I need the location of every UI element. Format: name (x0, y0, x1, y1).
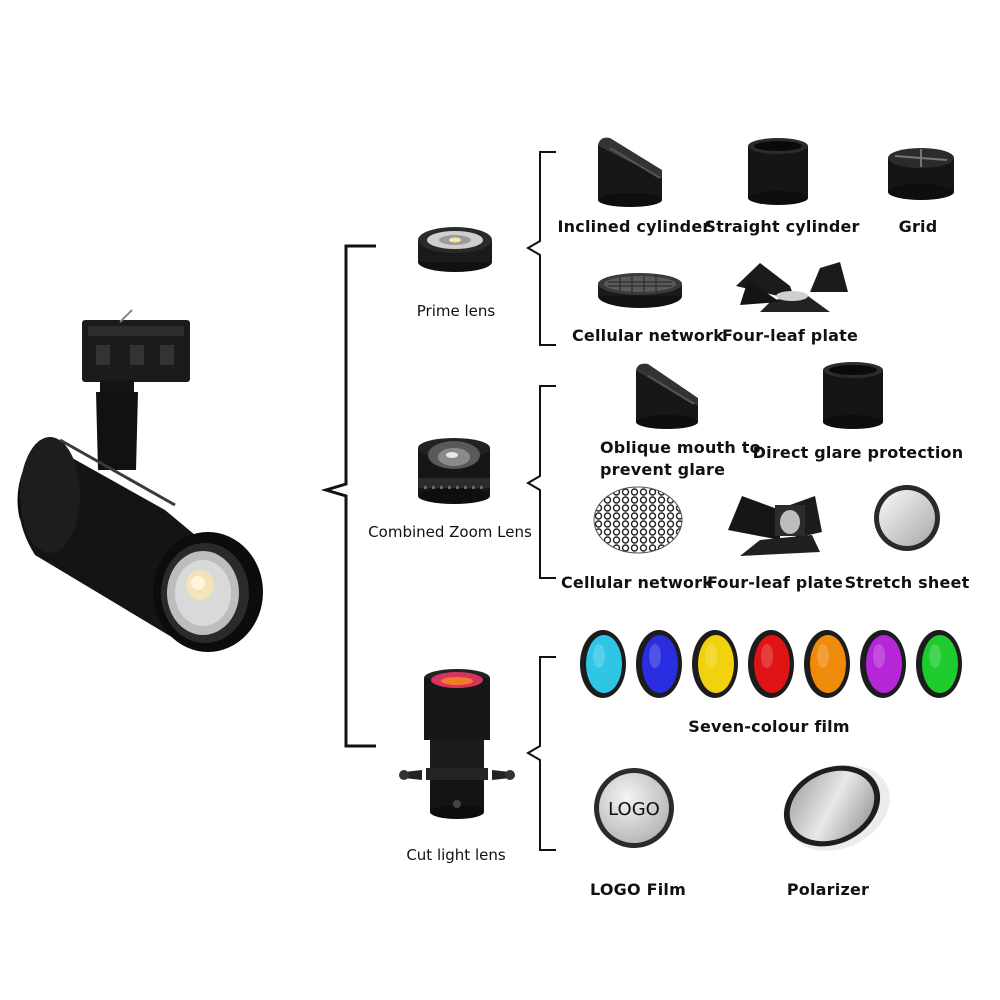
logo-film-text: LOGO (608, 799, 660, 820)
colour-filter-7 (916, 630, 962, 698)
cut-light-lens-label: Cut light lens (406, 846, 506, 864)
grid-label: Grid (898, 217, 938, 236)
colour-filter-6 (860, 630, 906, 698)
zoom-four-leaf-plate-label: Four-leaf plate (706, 573, 844, 592)
stretch-sheet-label: Stretch sheet (844, 573, 970, 592)
colour-filter-4 (748, 630, 794, 698)
inclined-cylinder-label: Inclined cylinder (557, 217, 711, 236)
straight-cylinder-label: Straight cylinder (704, 217, 860, 236)
four-leaf-plate-label: Four-leaf plate (721, 326, 859, 345)
colour-filter-5 (804, 630, 850, 698)
cellular-network-label: Cellular network (571, 326, 725, 345)
prime-lens-label: Prime lens (416, 302, 496, 320)
polarizer-label: Polarizer (786, 880, 870, 899)
colour-filter-3 (692, 630, 738, 698)
oblique-mouth-label: Oblique mouth to prevent glare (600, 438, 761, 479)
colour-filter-2 (636, 630, 682, 698)
colour-filter-1 (580, 630, 626, 698)
logo-film-label: LOGO Film (590, 880, 686, 899)
zoom-lens-label: Combined Zoom Lens (368, 523, 532, 541)
seven-colour-film-label: Seven-colour film (688, 717, 850, 736)
zoom-cellular-network-label: Cellular network (560, 573, 714, 592)
direct-glare-protection-label: Direct glare protection (752, 443, 964, 462)
